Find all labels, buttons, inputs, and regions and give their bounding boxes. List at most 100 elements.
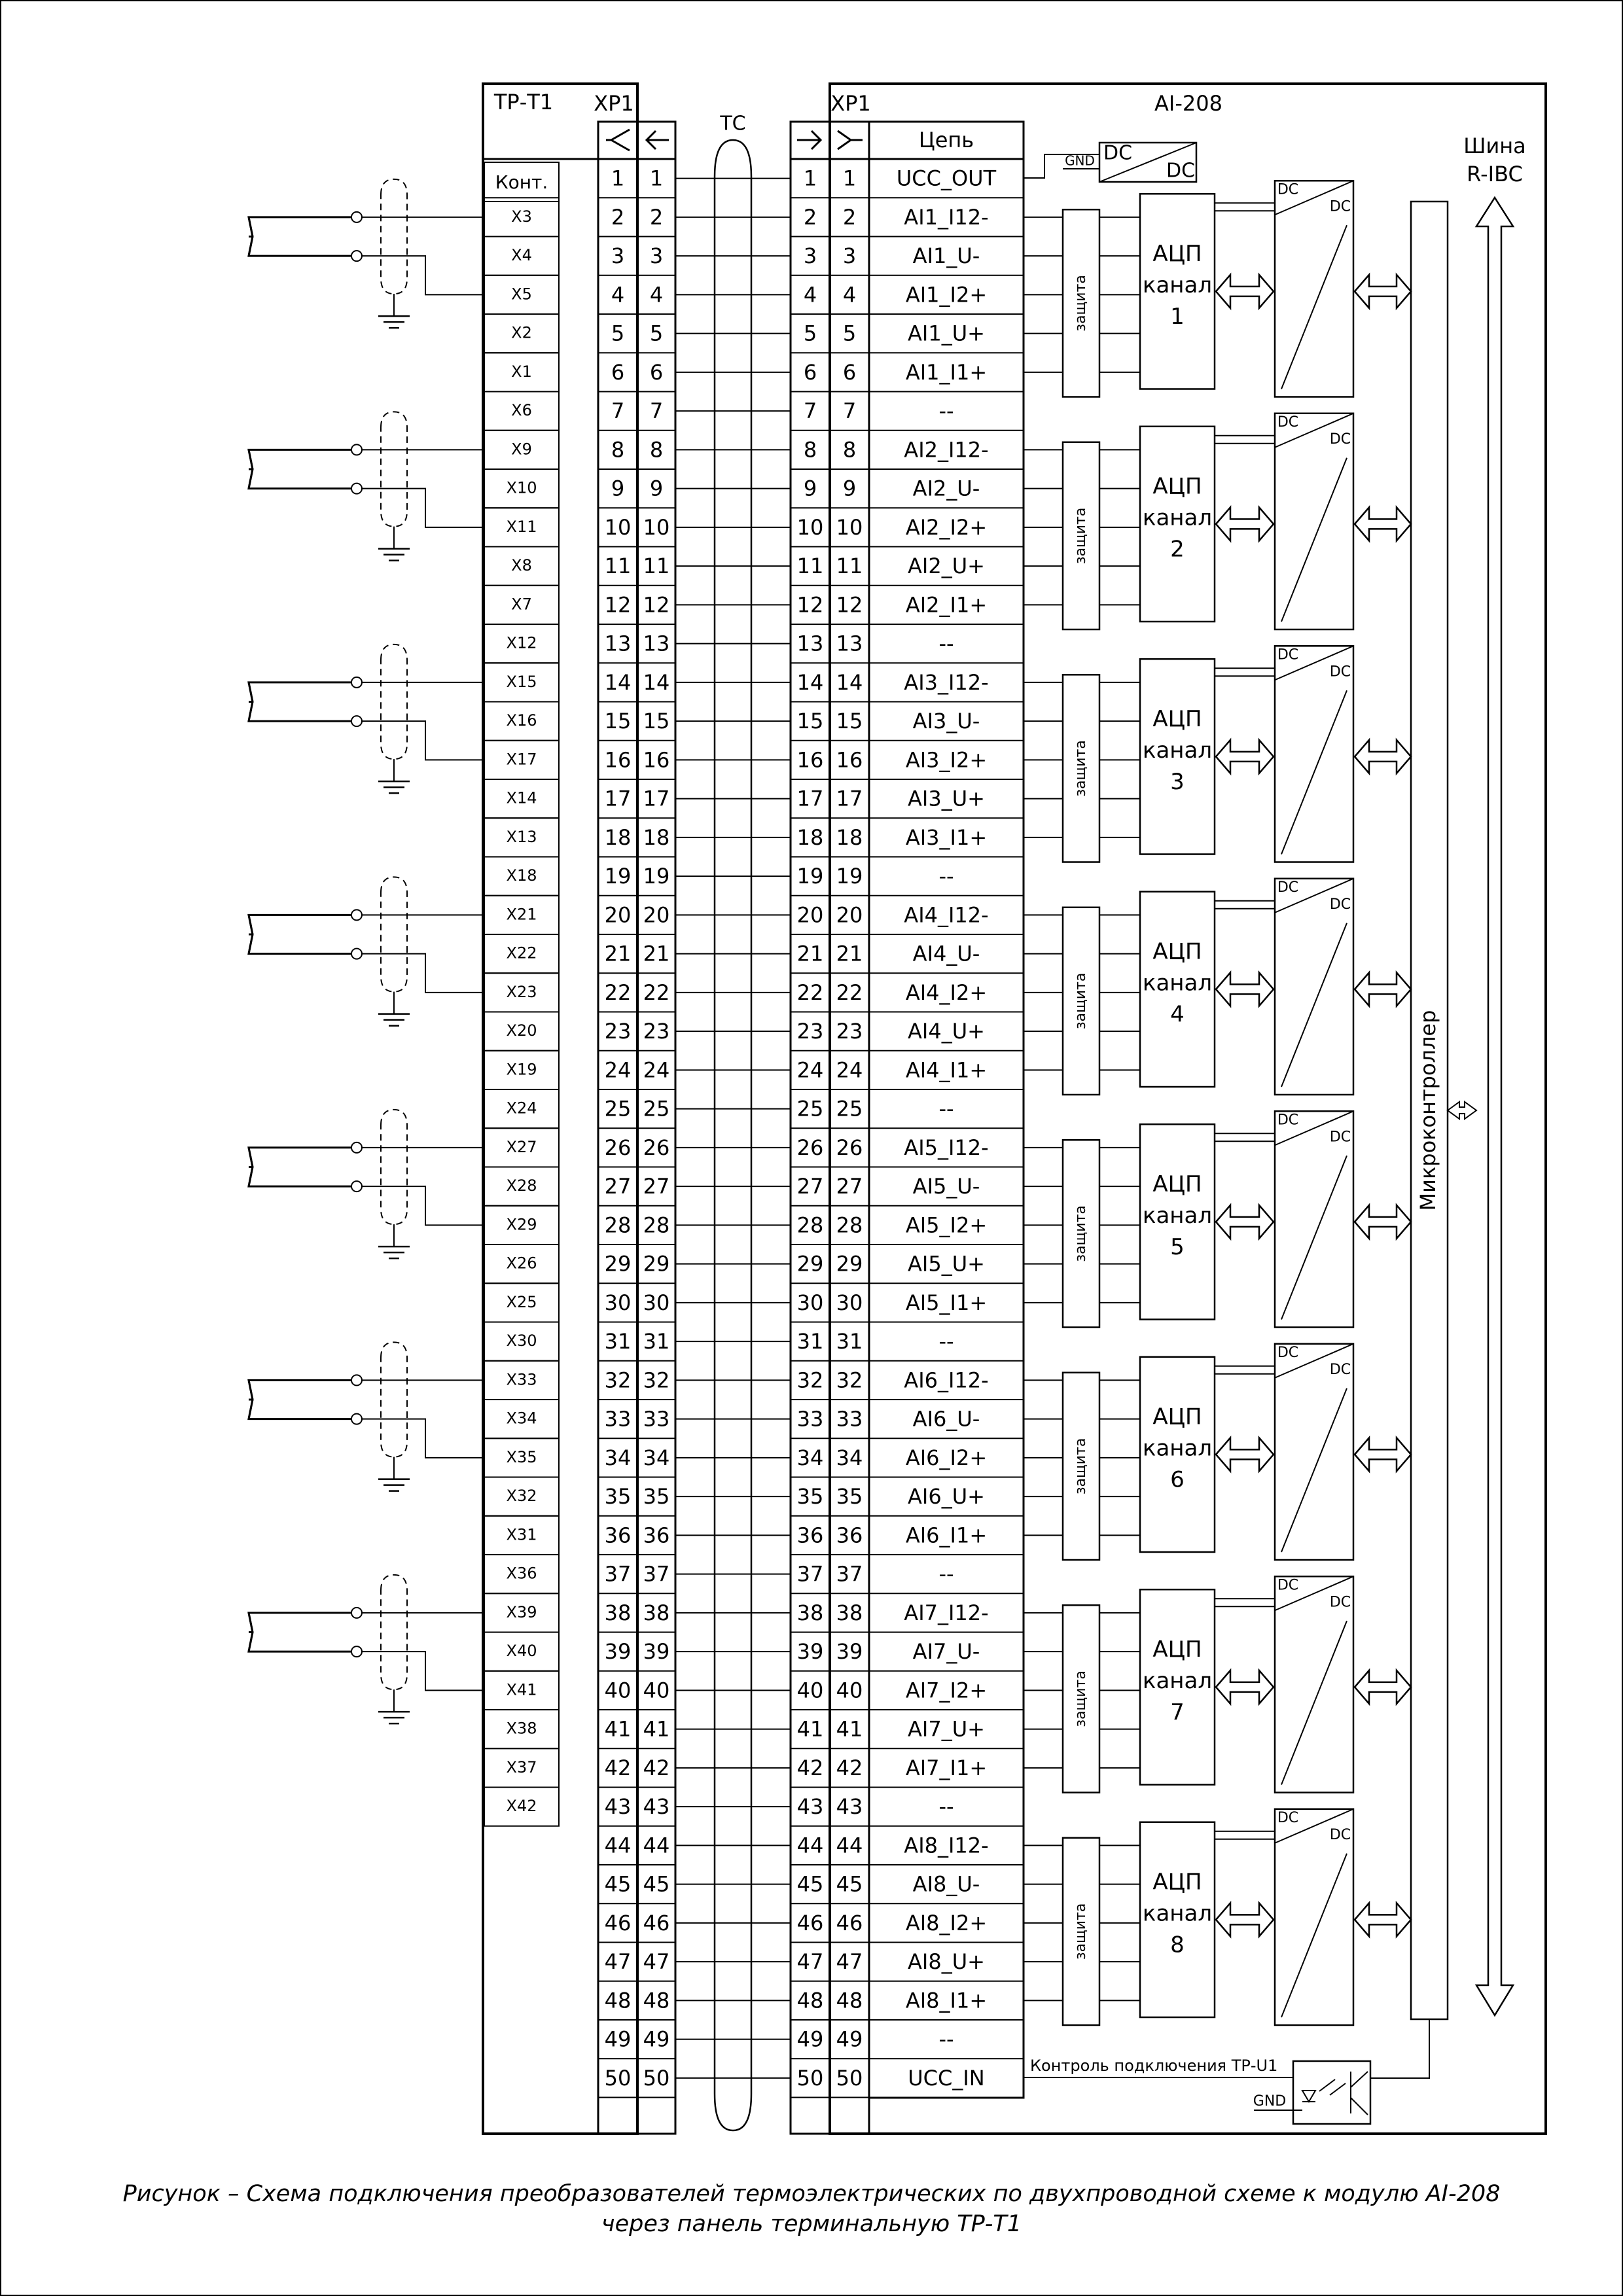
pin-label-b: 1 (650, 166, 663, 191)
adc-isolator-arrow (1215, 737, 1275, 776)
pin-label-a: 20 (605, 902, 632, 927)
pin-label-c: 38 (797, 1600, 824, 1625)
pin-label-d: 2 (843, 205, 856, 230)
plug-icon (837, 130, 863, 150)
pin-label-c: 34 (797, 1445, 824, 1470)
isolator-dc-label-2: DC (1330, 1129, 1351, 1145)
pin-label-c: 11 (797, 554, 824, 578)
circuit-label: -- (938, 1562, 954, 1587)
pin-label-a: 35 (605, 1484, 632, 1509)
pin-label-b: 4 (650, 282, 663, 307)
pin-label-a: 38 (605, 1600, 632, 1625)
adc-channel-number: 7 (1170, 1699, 1185, 1725)
pin-label-b: 12 (643, 592, 670, 617)
circuit-label: AI8_I1+ (906, 1988, 987, 2013)
adc-box (1139, 891, 1216, 1088)
pin-label-c: 17 (797, 786, 824, 811)
isolator-dc-label-2: DC (1330, 1362, 1351, 1378)
pin-label-d: 27 (836, 1174, 863, 1199)
cable-shield (380, 643, 408, 760)
kont-label: X22 (507, 944, 537, 963)
isolator-mcu-arrow (1353, 1203, 1412, 1241)
isolator-mcu-arrow (1353, 970, 1412, 1008)
pin-label-b: 7 (650, 398, 663, 423)
pin-label-d: 18 (836, 825, 863, 850)
isolator-main-diagonal (1281, 923, 1347, 1087)
pin-label-c: 40 (797, 1678, 824, 1703)
pin-label-c: 7 (804, 398, 817, 423)
kont-label: X18 (507, 866, 537, 885)
pin-label-d: 38 (836, 1600, 863, 1625)
kont-label: X14 (507, 789, 537, 807)
pin-label-d: 22 (836, 980, 863, 1005)
isolator-dc-label: DC (1277, 414, 1298, 431)
circuit-label: AI6_I12- (904, 1368, 988, 1392)
pin-label-a: 16 (605, 747, 632, 772)
pin-label-d: 19 (836, 864, 863, 889)
kont-label: X36 (507, 1564, 537, 1583)
circuit-label: AI2_U+ (908, 554, 985, 578)
pin-label-c: 45 (797, 1872, 824, 1897)
protection-label: защита (1073, 1670, 1089, 1727)
isolator-main-diagonal (1281, 1388, 1347, 1553)
adc-isolator-arrow (1215, 1668, 1275, 1706)
thermocouple-2 (247, 411, 483, 561)
kont-label: X39 (507, 1603, 537, 1621)
protection-box (1061, 1139, 1101, 1328)
isolator-mcu-arrow (1353, 1901, 1412, 1939)
pin-label-a: 32 (605, 1368, 632, 1392)
circuit-label: -- (938, 2027, 954, 2052)
tc-label: ТС (719, 113, 745, 135)
isolator-dc-label-2: DC (1330, 431, 1351, 448)
protection-label: защита (1073, 740, 1089, 797)
pin-label-d: 49 (836, 2027, 863, 2052)
terminal-node (351, 1141, 363, 1154)
circuit-label: AI4_U+ (908, 1019, 985, 1044)
circuit-label: AI4_U- (913, 942, 980, 966)
pin-label-b: 24 (643, 1057, 670, 1082)
protection-label: защита (1073, 1438, 1089, 1495)
isolator-box (1274, 1576, 1355, 1793)
pin-label-c: 44 (797, 1833, 824, 1858)
pin-label-a: 50 (605, 2066, 632, 2091)
isolator-top-diagonal (1274, 1343, 1354, 1379)
adc-label: АЦП (1152, 241, 1202, 267)
cable-shield (380, 411, 408, 527)
pin-label-d: 23 (836, 1019, 863, 1044)
kont-label: X2 (511, 324, 532, 342)
circuit-label: AI2_I12- (904, 437, 988, 462)
protection-box (1061, 1837, 1101, 2026)
pin-label-b: 13 (643, 631, 670, 656)
kont-label: X27 (507, 1138, 537, 1156)
led-icon (1301, 2090, 1317, 2103)
pin-label-b: 40 (643, 1678, 670, 1703)
isolator-top-diagonal (1274, 412, 1354, 448)
circuit-label: AI3_I12- (904, 670, 988, 695)
adc-isolator-arrow (1215, 1203, 1275, 1241)
pin-label-d: 15 (836, 709, 863, 733)
circuit-label: AI2_I1+ (906, 592, 987, 617)
adc-channel-number: 2 (1170, 536, 1185, 562)
cable-shield (380, 1108, 408, 1226)
kont-label: X40 (507, 1642, 537, 1660)
isolator-dc-label: DC (1277, 1810, 1298, 1826)
isolator-dc-label: DC (1277, 879, 1298, 896)
pin-label-c: 10 (797, 515, 824, 540)
pin-label-d: 29 (836, 1252, 863, 1277)
adc-channel-number: 4 (1170, 1001, 1185, 1027)
adc-label: АЦП (1152, 473, 1202, 499)
pin-label-c: 12 (797, 592, 824, 617)
pin-label-a: 3 (611, 243, 624, 268)
pin-label-b: 14 (643, 670, 670, 695)
isolator-mcu-arrow (1353, 272, 1412, 311)
pin-label-c: 41 (797, 1717, 824, 1742)
pin-label-a: 12 (605, 592, 632, 617)
kont-label: X20 (507, 1021, 537, 1040)
adc-box (1139, 425, 1216, 623)
pin-label-a: 23 (605, 1019, 632, 1044)
pin-label-c: 37 (797, 1562, 824, 1587)
pin-label-d: 11 (836, 554, 863, 578)
adc-label-2: канал (1143, 1668, 1212, 1694)
